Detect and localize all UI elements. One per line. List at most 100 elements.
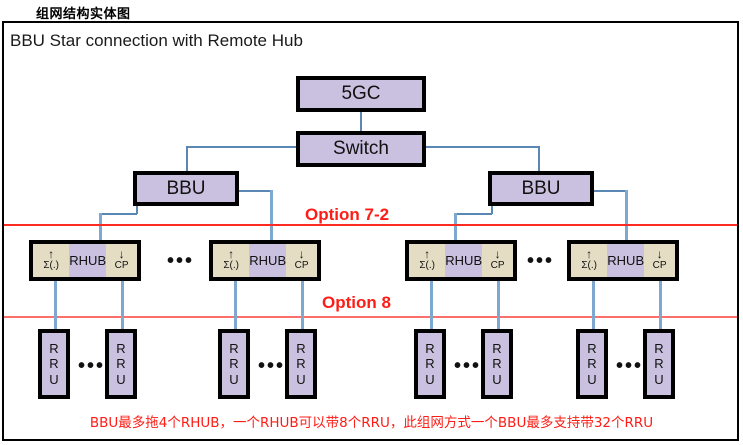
rru-ellipsis-3: •••	[454, 355, 482, 377]
wire-rhub2-to-rru3	[234, 281, 237, 329]
rru-line-3: U	[492, 371, 502, 387]
footer-note: BBU最多拖4个RHUB，一个RHUB可以带8个RRU，此组网方式一个BBU最多…	[89, 415, 654, 431]
node-bbu-right-label: BBU	[521, 177, 561, 199]
rhub-group-2[interactable]: ↑ Σ(.) RHUB ↓ CP	[209, 240, 321, 281]
document-outer-title: 组网结构实体图	[36, 7, 131, 22]
rru-unit-5[interactable]: R R U	[414, 329, 446, 399]
wire-rhub4-to-rru7	[592, 281, 595, 329]
rhub-group-1[interactable]: ↑ Σ(.) RHUB ↓ CP	[29, 240, 141, 281]
downlink-cp-label: CP	[294, 260, 309, 272]
wire-switch-to-bbu-right-v	[538, 146, 540, 171]
rru-line-1: R	[49, 341, 59, 356]
wire-rhub3-to-rru6	[497, 281, 500, 329]
rhub-1-label-cell: RHUB	[69, 244, 107, 277]
rru-line-2: R	[492, 356, 502, 372]
rhub-4-label-cell: RHUB	[607, 244, 645, 277]
rhub-2-uplink-cell: ↑ Σ(.)	[213, 244, 250, 277]
wire-bbu-right-to-rhub4-v	[625, 190, 628, 240]
rru-line-1: R	[296, 341, 306, 356]
rhub-group-3[interactable]: ↑ Σ(.) RHUB ↓ CP	[405, 240, 517, 281]
node-switch[interactable]: Switch	[296, 131, 426, 167]
rru-unit-8[interactable]: R R U	[643, 329, 675, 399]
rru-line-1: R	[654, 341, 664, 356]
downlink-cp-label: CP	[114, 260, 129, 272]
node-bbu-left[interactable]: BBU	[133, 171, 239, 206]
wire-rhub1-to-rru1	[54, 281, 57, 329]
wire-switch-to-bbu-right-h	[426, 146, 539, 148]
wire-bbu-left-to-rhub1-v	[99, 213, 102, 240]
downlink-arrow-icon: ↓	[298, 247, 305, 262]
wire-bbu-right-to-rhub4-h	[594, 190, 626, 192]
rhub-1-uplink-cell: ↑ Σ(.)	[33, 244, 70, 277]
rru-line-2: R	[296, 356, 306, 372]
rru-unit-4[interactable]: R R U	[285, 329, 317, 399]
wire-rhub1-to-rru2	[121, 281, 124, 329]
rru-line-3: U	[296, 371, 306, 387]
rru-line-2: R	[425, 356, 435, 372]
rhub-2-downlink-cell: ↓ CP	[286, 244, 317, 277]
downlink-arrow-icon: ↓	[118, 247, 125, 262]
wire-rhub4-to-rru8	[659, 281, 662, 329]
node-switch-label: Switch	[333, 138, 389, 159]
rru-line-3: U	[49, 371, 59, 387]
rhub-2-label-cell: RHUB	[249, 244, 287, 277]
option-7-2-label: Option 7-2	[305, 205, 390, 224]
rru-line-2: R	[49, 356, 59, 372]
uplink-arrow-icon: ↑	[424, 247, 431, 262]
rru-line-2: R	[229, 356, 239, 372]
rhub-2-label: RHUB	[249, 253, 287, 268]
downlink-arrow-icon: ↓	[494, 247, 501, 262]
uplink-arrow-icon: ↑	[228, 247, 235, 262]
rhub-ellipsis-right: •••	[527, 250, 555, 272]
rru-line-2: R	[116, 356, 126, 372]
wire-switch-to-bbu-left-v	[186, 146, 188, 171]
node-5gc-label: 5GC	[341, 83, 381, 104]
rru-line-3: U	[425, 371, 435, 387]
wire-bbu-right-leg-down	[491, 206, 493, 214]
rru-line-3: U	[587, 371, 597, 387]
rhub-4-uplink-cell: ↑ Σ(.)	[571, 244, 608, 277]
rru-ellipsis-1: •••	[78, 355, 106, 377]
rru-unit-7[interactable]: R R U	[576, 329, 608, 399]
rru-line-2: R	[654, 356, 664, 372]
rru-unit-6[interactable]: R R U	[481, 329, 513, 399]
node-5gc[interactable]: 5GC	[296, 76, 426, 112]
rru-line-2: R	[587, 356, 597, 372]
wire-5gc-to-switch	[360, 112, 362, 131]
node-bbu-left-label: BBU	[166, 177, 206, 199]
rhub-group-4[interactable]: ↑ Σ(.) RHUB ↓ CP	[567, 240, 679, 281]
rhub-4-downlink-cell: ↓ CP	[644, 244, 675, 277]
rru-line-1: R	[229, 341, 239, 356]
rhub-4-label: RHUB	[607, 253, 645, 268]
wire-bbu-left-to-rhub2-h	[239, 190, 271, 192]
option-8-label: Option 8	[322, 293, 391, 312]
rru-ellipsis-2: •••	[258, 355, 286, 377]
wire-bbu-right-to-rhub3-v	[454, 213, 457, 240]
node-bbu-right[interactable]: BBU	[488, 171, 594, 206]
rhub-1-downlink-cell: ↓ CP	[106, 244, 137, 277]
rhub-3-uplink-cell: ↑ Σ(.)	[409, 244, 446, 277]
uplink-sum-label: Σ(.)	[419, 260, 435, 272]
option-8-divider	[4, 316, 737, 318]
wire-bbu-right-to-rhub3-h	[455, 213, 492, 215]
downlink-cp-label: CP	[490, 260, 505, 272]
rhub-3-label-cell: RHUB	[445, 244, 483, 277]
wire-bbu-left-to-rhub1-h	[100, 213, 137, 215]
uplink-arrow-icon: ↑	[586, 247, 593, 262]
option-7-2-divider	[4, 224, 737, 226]
rhub-3-label: RHUB	[445, 253, 483, 268]
uplink-sum-label: Σ(.)	[581, 260, 597, 272]
rru-unit-1[interactable]: R R U	[38, 329, 70, 399]
rru-ellipsis-4: •••	[616, 355, 644, 377]
wire-bbu-left-to-rhub2-v	[270, 190, 273, 240]
rru-unit-3[interactable]: R R U	[218, 329, 250, 399]
rru-line-1: R	[492, 341, 502, 356]
rru-unit-2[interactable]: R R U	[105, 329, 137, 399]
uplink-sum-label: Σ(.)	[223, 260, 239, 272]
rru-line-1: R	[116, 341, 126, 356]
wire-bbu-left-leg-down	[136, 206, 138, 214]
rru-line-3: U	[116, 371, 126, 387]
uplink-sum-label: Σ(.)	[43, 260, 59, 272]
rhub-1-label: RHUB	[69, 253, 107, 268]
